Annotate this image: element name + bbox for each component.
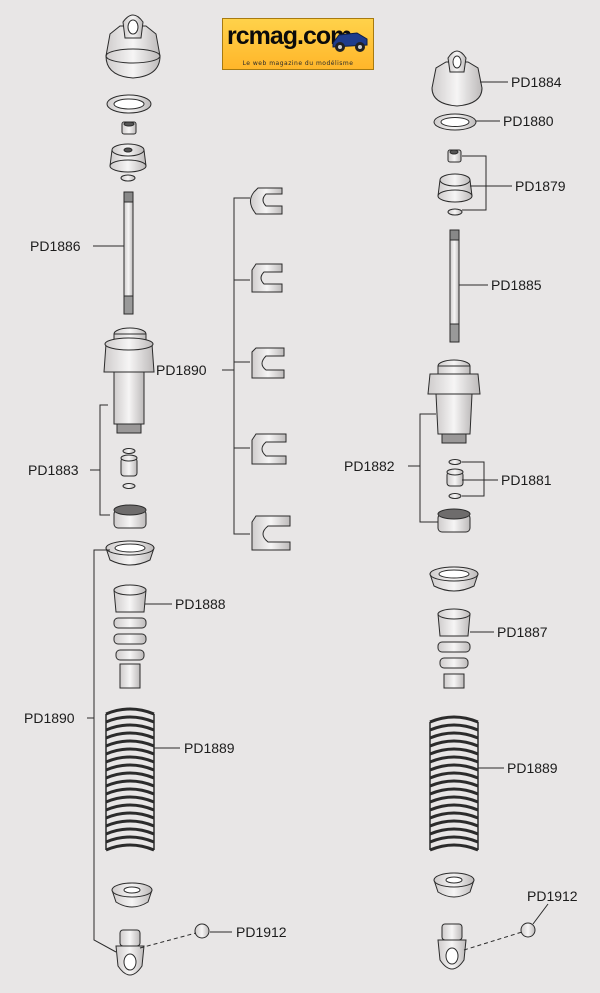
left-piston bbox=[109, 143, 147, 173]
spring-clip-3 bbox=[251, 347, 285, 379]
left-washer-a bbox=[122, 448, 136, 454]
spring-clip-5 bbox=[251, 515, 291, 551]
label-right-piston: PD1879 bbox=[515, 178, 566, 194]
left-washer-small bbox=[120, 174, 136, 182]
spring-clip-1 bbox=[250, 187, 283, 215]
left-o-ring bbox=[106, 94, 152, 114]
rc-car-icon bbox=[332, 32, 368, 52]
spring-clip-4 bbox=[251, 433, 287, 465]
label-left-ball: PD1912 bbox=[236, 924, 287, 940]
label-right-bushing: PD1881 bbox=[501, 472, 552, 488]
rcmag-logo: rcmag.com Le web magazine du modélisme bbox=[222, 18, 374, 70]
right-shock-body bbox=[427, 359, 481, 444]
label-spring-clips: PD1890 bbox=[156, 362, 207, 378]
right-washer-a bbox=[448, 459, 462, 465]
left-body-bushing bbox=[120, 454, 138, 477]
left-spring-retainer-top bbox=[105, 540, 155, 566]
right-nut bbox=[447, 149, 462, 163]
left-rod-end bbox=[115, 929, 145, 976]
right-piston bbox=[437, 173, 473, 203]
right-spring-retainer-bottom bbox=[433, 872, 475, 898]
label-right-ball: PD1912 bbox=[527, 888, 578, 904]
label-left-body-parts: PD1883 bbox=[28, 462, 79, 478]
right-bottom-cap bbox=[437, 508, 471, 533]
spring-clip-2 bbox=[251, 263, 283, 293]
right-rod-end bbox=[437, 923, 467, 970]
left-spring bbox=[105, 707, 155, 852]
leader-lines bbox=[87, 81, 549, 953]
right-shaft bbox=[449, 229, 460, 343]
label-left-spring-clips: PD1890 bbox=[24, 710, 75, 726]
right-spring-retainer-top bbox=[429, 566, 479, 592]
left-bottom-cap bbox=[113, 504, 147, 529]
label-right-cap: PD1884 bbox=[511, 74, 562, 90]
left-shock-body bbox=[103, 327, 155, 434]
left-shock-cap bbox=[105, 14, 161, 79]
label-right-shaft: PD1885 bbox=[491, 277, 542, 293]
left-washer-b bbox=[122, 483, 136, 489]
label-right-spring: PD1889 bbox=[507, 760, 558, 776]
left-pivot-ball bbox=[194, 923, 210, 939]
right-bump-stop bbox=[437, 608, 471, 689]
right-shock-cap bbox=[431, 50, 483, 107]
left-nut bbox=[121, 121, 137, 135]
right-spring bbox=[429, 715, 479, 852]
right-washer-b bbox=[448, 493, 462, 499]
left-shaft bbox=[123, 191, 134, 315]
left-spring-retainer-bottom bbox=[111, 882, 153, 908]
label-left-bump-stop: PD1888 bbox=[175, 596, 226, 612]
label-right-bump-stop: PD1887 bbox=[497, 624, 548, 640]
label-right-body-parts: PD1882 bbox=[344, 458, 395, 474]
label-left-spring: PD1889 bbox=[184, 740, 235, 756]
right-pivot-ball bbox=[520, 922, 536, 938]
right-washer-small bbox=[447, 208, 463, 216]
logo-tagline: Le web magazine du modélisme bbox=[242, 60, 354, 67]
right-body-bushing bbox=[446, 468, 464, 487]
right-o-ring bbox=[433, 113, 477, 131]
label-left-shaft: PD1886 bbox=[30, 238, 81, 254]
left-bump-stop bbox=[113, 584, 147, 689]
logo-wordmark: rcmag.com bbox=[227, 22, 352, 50]
label-right-o-ring: PD1880 bbox=[503, 113, 554, 129]
